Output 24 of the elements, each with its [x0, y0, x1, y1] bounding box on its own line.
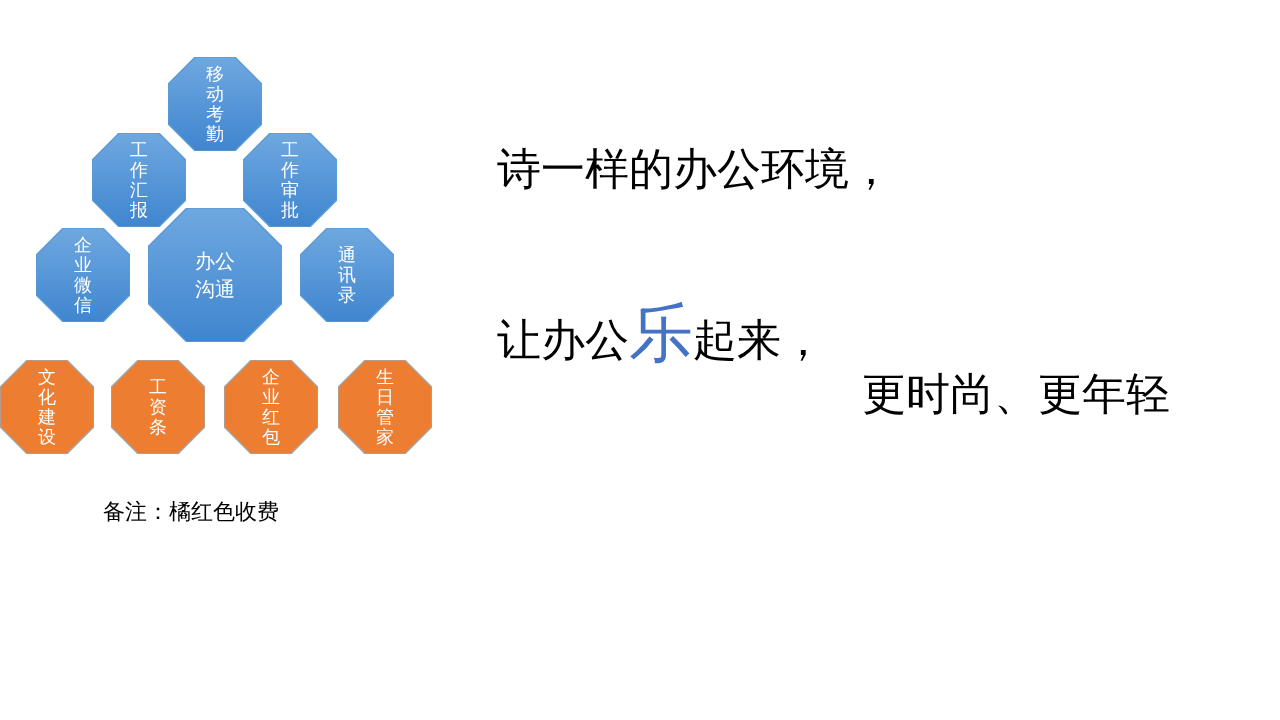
- octagon-tile: [224, 360, 318, 454]
- tile-label: 通讯录: [337, 245, 357, 305]
- note-text: 备注：橘红色收费: [103, 498, 279, 526]
- octagon-tile: [148, 208, 282, 342]
- tile-label: 工作审批: [280, 140, 300, 220]
- slogan-text: 更时尚、更年轻: [862, 367, 1170, 421]
- octagon-tile: [300, 228, 394, 322]
- tile-label: 文化建设: [37, 367, 57, 447]
- octagon-tile: [168, 57, 262, 151]
- tile-label: 企业红包: [261, 367, 281, 447]
- slogan-text: 让办公乐起来，: [497, 295, 825, 372]
- octagon-tile: [243, 133, 337, 227]
- octagon-tile: [338, 360, 432, 454]
- octagon-tile: [111, 360, 205, 454]
- tile-label: 企业微信: [73, 235, 93, 315]
- tile-label: 生日管家: [375, 367, 395, 447]
- tile-label: 工资条: [148, 377, 168, 437]
- tile-label: 工作汇报: [129, 140, 149, 220]
- octagon-tile: [0, 360, 94, 454]
- tile-label: 移动考勤: [205, 64, 225, 144]
- slogan-text: 诗一样的办公环境，: [497, 142, 893, 196]
- tile-label: 办公沟通: [194, 248, 236, 303]
- octagon-tile: [36, 228, 130, 322]
- octagon-tile: [92, 133, 186, 227]
